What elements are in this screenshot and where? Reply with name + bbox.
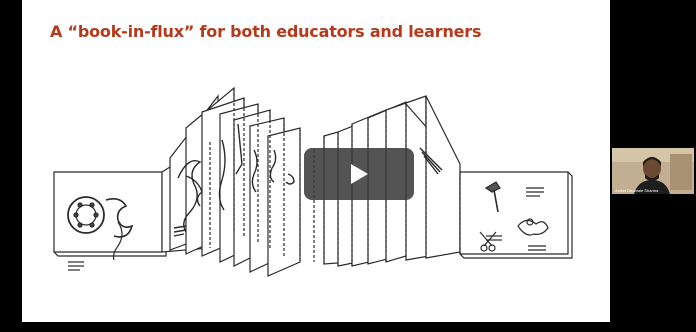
participant-video [612,148,694,194]
participant-name: Aniket Dhamale Sharma [615,188,659,193]
right-cover-page [459,171,573,259]
right-page-marks [419,147,443,175]
left-fan-pages [161,86,301,277]
bottom-letterbox [22,322,610,332]
left-cover-page [53,171,167,271]
left-page-edges [209,88,315,262]
left-page-sketches [173,123,295,237]
play-button[interactable] [304,148,414,200]
play-icon [351,164,368,184]
slide-title: A “book-in-flux” for both educators and … [50,22,482,41]
webcam-thumbnail[interactable]: Aniket Dhamale Sharma [612,148,694,194]
presentation-slide: A “book-in-flux” for both educators and … [22,0,610,322]
book-in-flux-illustration [53,86,573,277]
left-letterbox [0,0,22,332]
